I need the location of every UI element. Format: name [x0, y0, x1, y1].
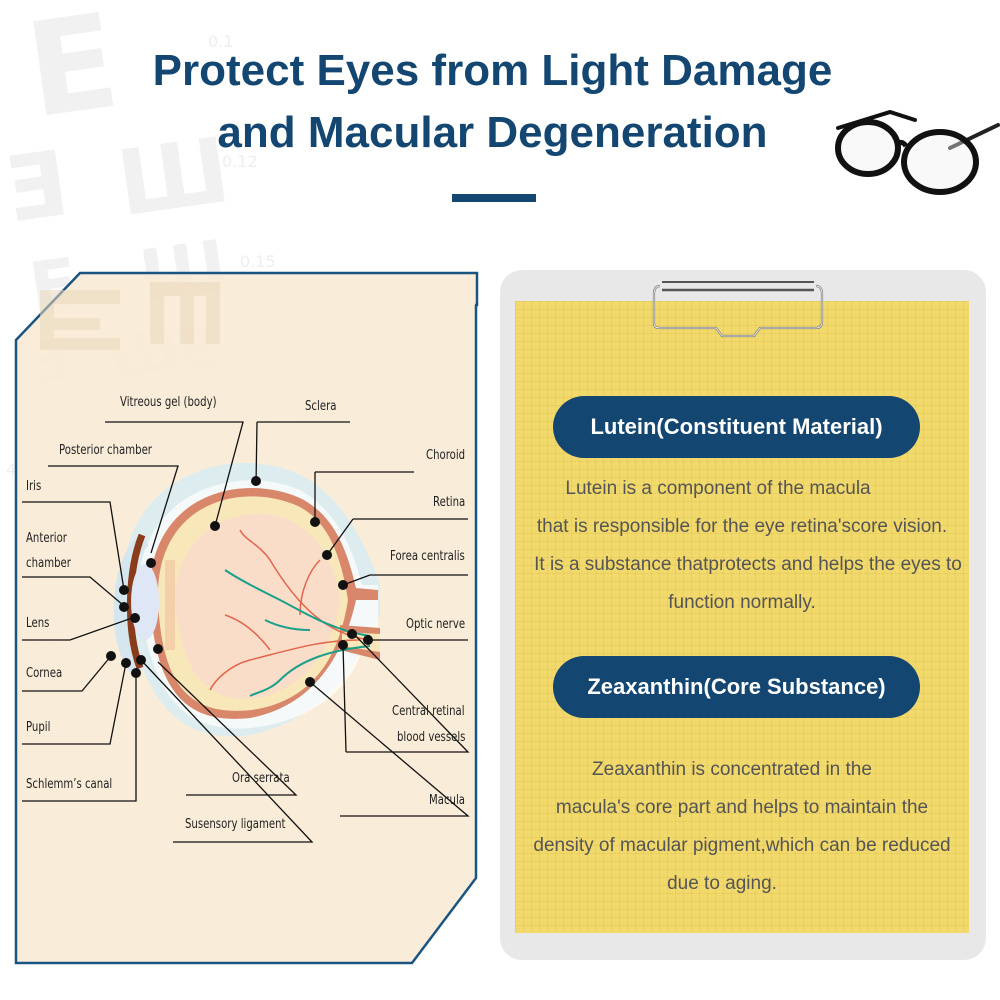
watermark-letter: E	[175, 313, 223, 384]
label-iris: Iris	[26, 479, 42, 494]
lutein-line: It is a substance thatprotects and helps…	[534, 554, 962, 575]
watermark-letter: E	[24, 242, 84, 330]
acuity-value: 0.25	[268, 420, 304, 439]
label-posterior-chamber: Posterior chamber	[59, 443, 152, 458]
acuity-value: 0.15	[240, 252, 276, 271]
label-vitreous-gel: Vitreous gel (body)	[120, 395, 217, 410]
acuity-value: 4.4	[6, 460, 32, 479]
acuity-value: 4.6	[28, 588, 54, 607]
label-retina: Retina	[432, 495, 465, 510]
label-dots	[106, 476, 373, 687]
title-underline	[452, 194, 536, 202]
watermark-letter: Ш	[134, 224, 232, 318]
title-line-2: and Macular Degeneration	[217, 108, 768, 157]
zeaxanthin-line: density of macular pigment,which can be …	[533, 835, 951, 856]
label-susensory-ligament: Susensory ligament	[185, 817, 286, 832]
lutein-line: function normally.	[668, 592, 816, 613]
page-title: Protect Eyes from Light Damage and Macul…	[0, 40, 985, 164]
zeaxanthin-description: Zeaxanthin is concentrated in the macula…	[515, 751, 969, 903]
label-choroid: Choroid	[425, 448, 465, 463]
label-cornea: Cornea	[26, 666, 63, 681]
label-macula: Macula	[428, 793, 465, 808]
lutein-heading: Lutein(Constituent Material)	[553, 396, 920, 458]
eyeglasses-icon	[835, 109, 1000, 195]
lutein-line: that is responsible for the eye retina's…	[536, 516, 948, 537]
watermark-letter: Ǝ	[25, 327, 73, 398]
label-pupil: Pupil	[26, 720, 51, 735]
label-anterior-chamber-2: chamber	[26, 556, 71, 571]
clipboard-clip-icon	[652, 281, 824, 338]
label-sclera: Sclera	[305, 399, 337, 414]
label-schlemms-canal: Schlemm’s canal	[26, 777, 113, 792]
acuity-value: 4.7	[32, 640, 58, 659]
zeaxanthin-line: macula's core part and helps to maintain…	[555, 797, 929, 818]
acuity-value: 0.12	[222, 152, 258, 171]
zeaxanthin-heading: Zeaxanthin(Core Substance)	[553, 656, 920, 718]
zeaxanthin-line: Zeaxanthin is concentrated in the	[592, 759, 872, 780]
title-line-1: Protect Eyes from Light Damage	[152, 46, 833, 95]
label-central-retinal-2: blood vessels	[396, 730, 465, 745]
eyeball	[113, 462, 381, 737]
label-ora-serrata: Ora serrata	[232, 771, 290, 786]
label-anterior-chamber-1: Anterior	[26, 531, 67, 546]
label-lens: Lens	[26, 616, 50, 631]
label-forea-centralis: Forea centralis	[390, 549, 465, 564]
acuity-value: 0.2	[246, 342, 272, 361]
lutein-description: Lutein is a component of the macula that…	[515, 470, 969, 622]
label-central-retinal-1: Central retinal	[392, 704, 465, 719]
zeaxanthin-line: due to aging.	[667, 873, 777, 894]
watermark-letter: Ш	[105, 317, 184, 392]
lutein-line: Lutein is a component of the macula	[565, 478, 871, 499]
label-optic-nerve: Optic nerve	[405, 617, 465, 632]
acuity-value: 0.1	[208, 32, 234, 51]
